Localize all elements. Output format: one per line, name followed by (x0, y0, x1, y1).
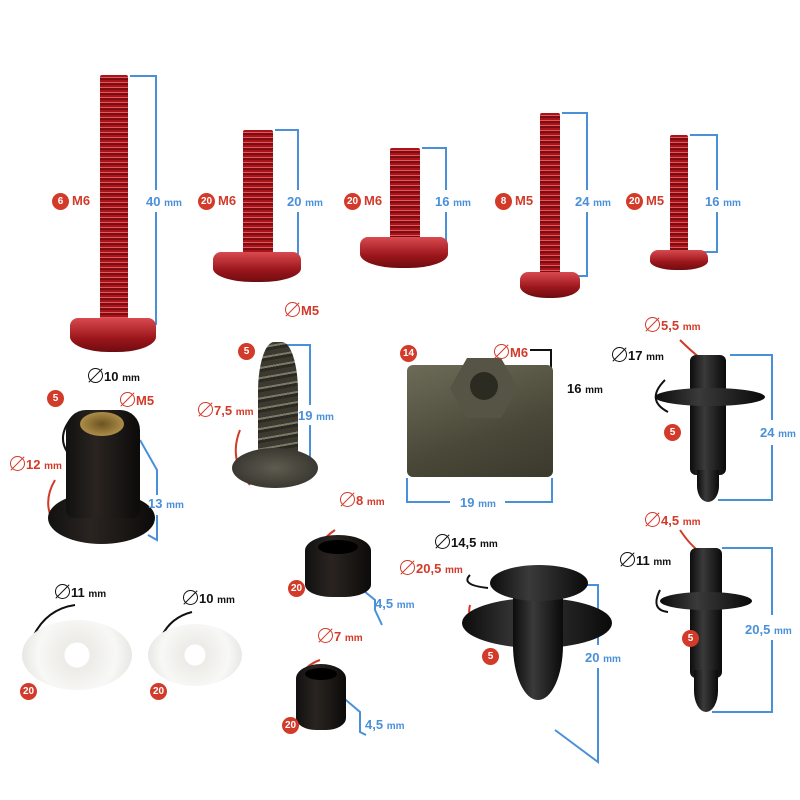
quantity-badge: 20 (282, 717, 299, 734)
outer-diameter-label: 10 mm (88, 368, 140, 384)
length-label: 20 mm (585, 650, 621, 665)
thread-size: M6 (218, 193, 237, 208)
quantity-badge: 5 (682, 630, 699, 647)
length-label: 4,5 mm (375, 596, 415, 611)
quantity-badge: 20 (198, 193, 215, 210)
quantity-badge: 20 (150, 683, 167, 700)
diameter-label: 7 mm (318, 628, 363, 644)
quantity-badge: 20 (288, 580, 305, 597)
quantity-badge: 5 (482, 648, 499, 665)
quantity-badge: 8 (495, 193, 512, 210)
flange-diameter-label: 12 mm (10, 456, 62, 472)
thread-label: M5 (120, 392, 154, 408)
thread-size: M6 (364, 193, 383, 208)
head-diameter-label: 11 mm (620, 552, 671, 568)
quantity-badge: 20 (20, 683, 37, 700)
quantity-badge: 5 (238, 343, 255, 360)
diameter-label: 10 mm (183, 590, 235, 606)
pin-diameter-label: 4,5 mm (645, 512, 701, 528)
length-label: 19 mm (298, 408, 334, 423)
height-label: 16 mm (567, 381, 603, 396)
thread-label: M5 (285, 302, 319, 318)
thread-label: M6 (494, 344, 528, 360)
length-label: 24 mm (575, 194, 611, 209)
length-label: 16 mm (705, 194, 741, 209)
thread-size: M5 (515, 193, 534, 208)
length-label: 13 mm (148, 496, 184, 511)
diameter-label: 8 mm (340, 492, 385, 508)
length-label: 24 mm (760, 425, 796, 440)
head-diameter-label: 14,5 mm (435, 534, 498, 550)
length-label: 4,5 mm (365, 717, 405, 732)
quantity-badge: 5 (664, 424, 681, 441)
diameter-label: 11 mm (55, 584, 106, 600)
quantity-badge: 5 (47, 390, 64, 407)
width-label: 19 mm (460, 495, 496, 510)
pin-diameter-label: 5,5 mm (645, 317, 701, 333)
quantity-badge: 20 (626, 193, 643, 210)
length-label: 20 mm (287, 194, 323, 209)
quantity-badge: 20 (344, 193, 361, 210)
length-label: 40 mm (146, 194, 182, 209)
head-diameter-label: 17 mm (612, 347, 664, 363)
length-label: 20,5 mm (745, 622, 792, 637)
quantity-badge: 14 (400, 345, 417, 362)
length-label: 16 mm (435, 194, 471, 209)
quantity-badge: 6 (52, 193, 69, 210)
thread-size: M5 (646, 193, 665, 208)
thread-size: M6 (72, 193, 91, 208)
head-diameter-label: 7,5 mm (198, 402, 254, 418)
flange-diameter-label: 20,5 mm (400, 560, 463, 576)
